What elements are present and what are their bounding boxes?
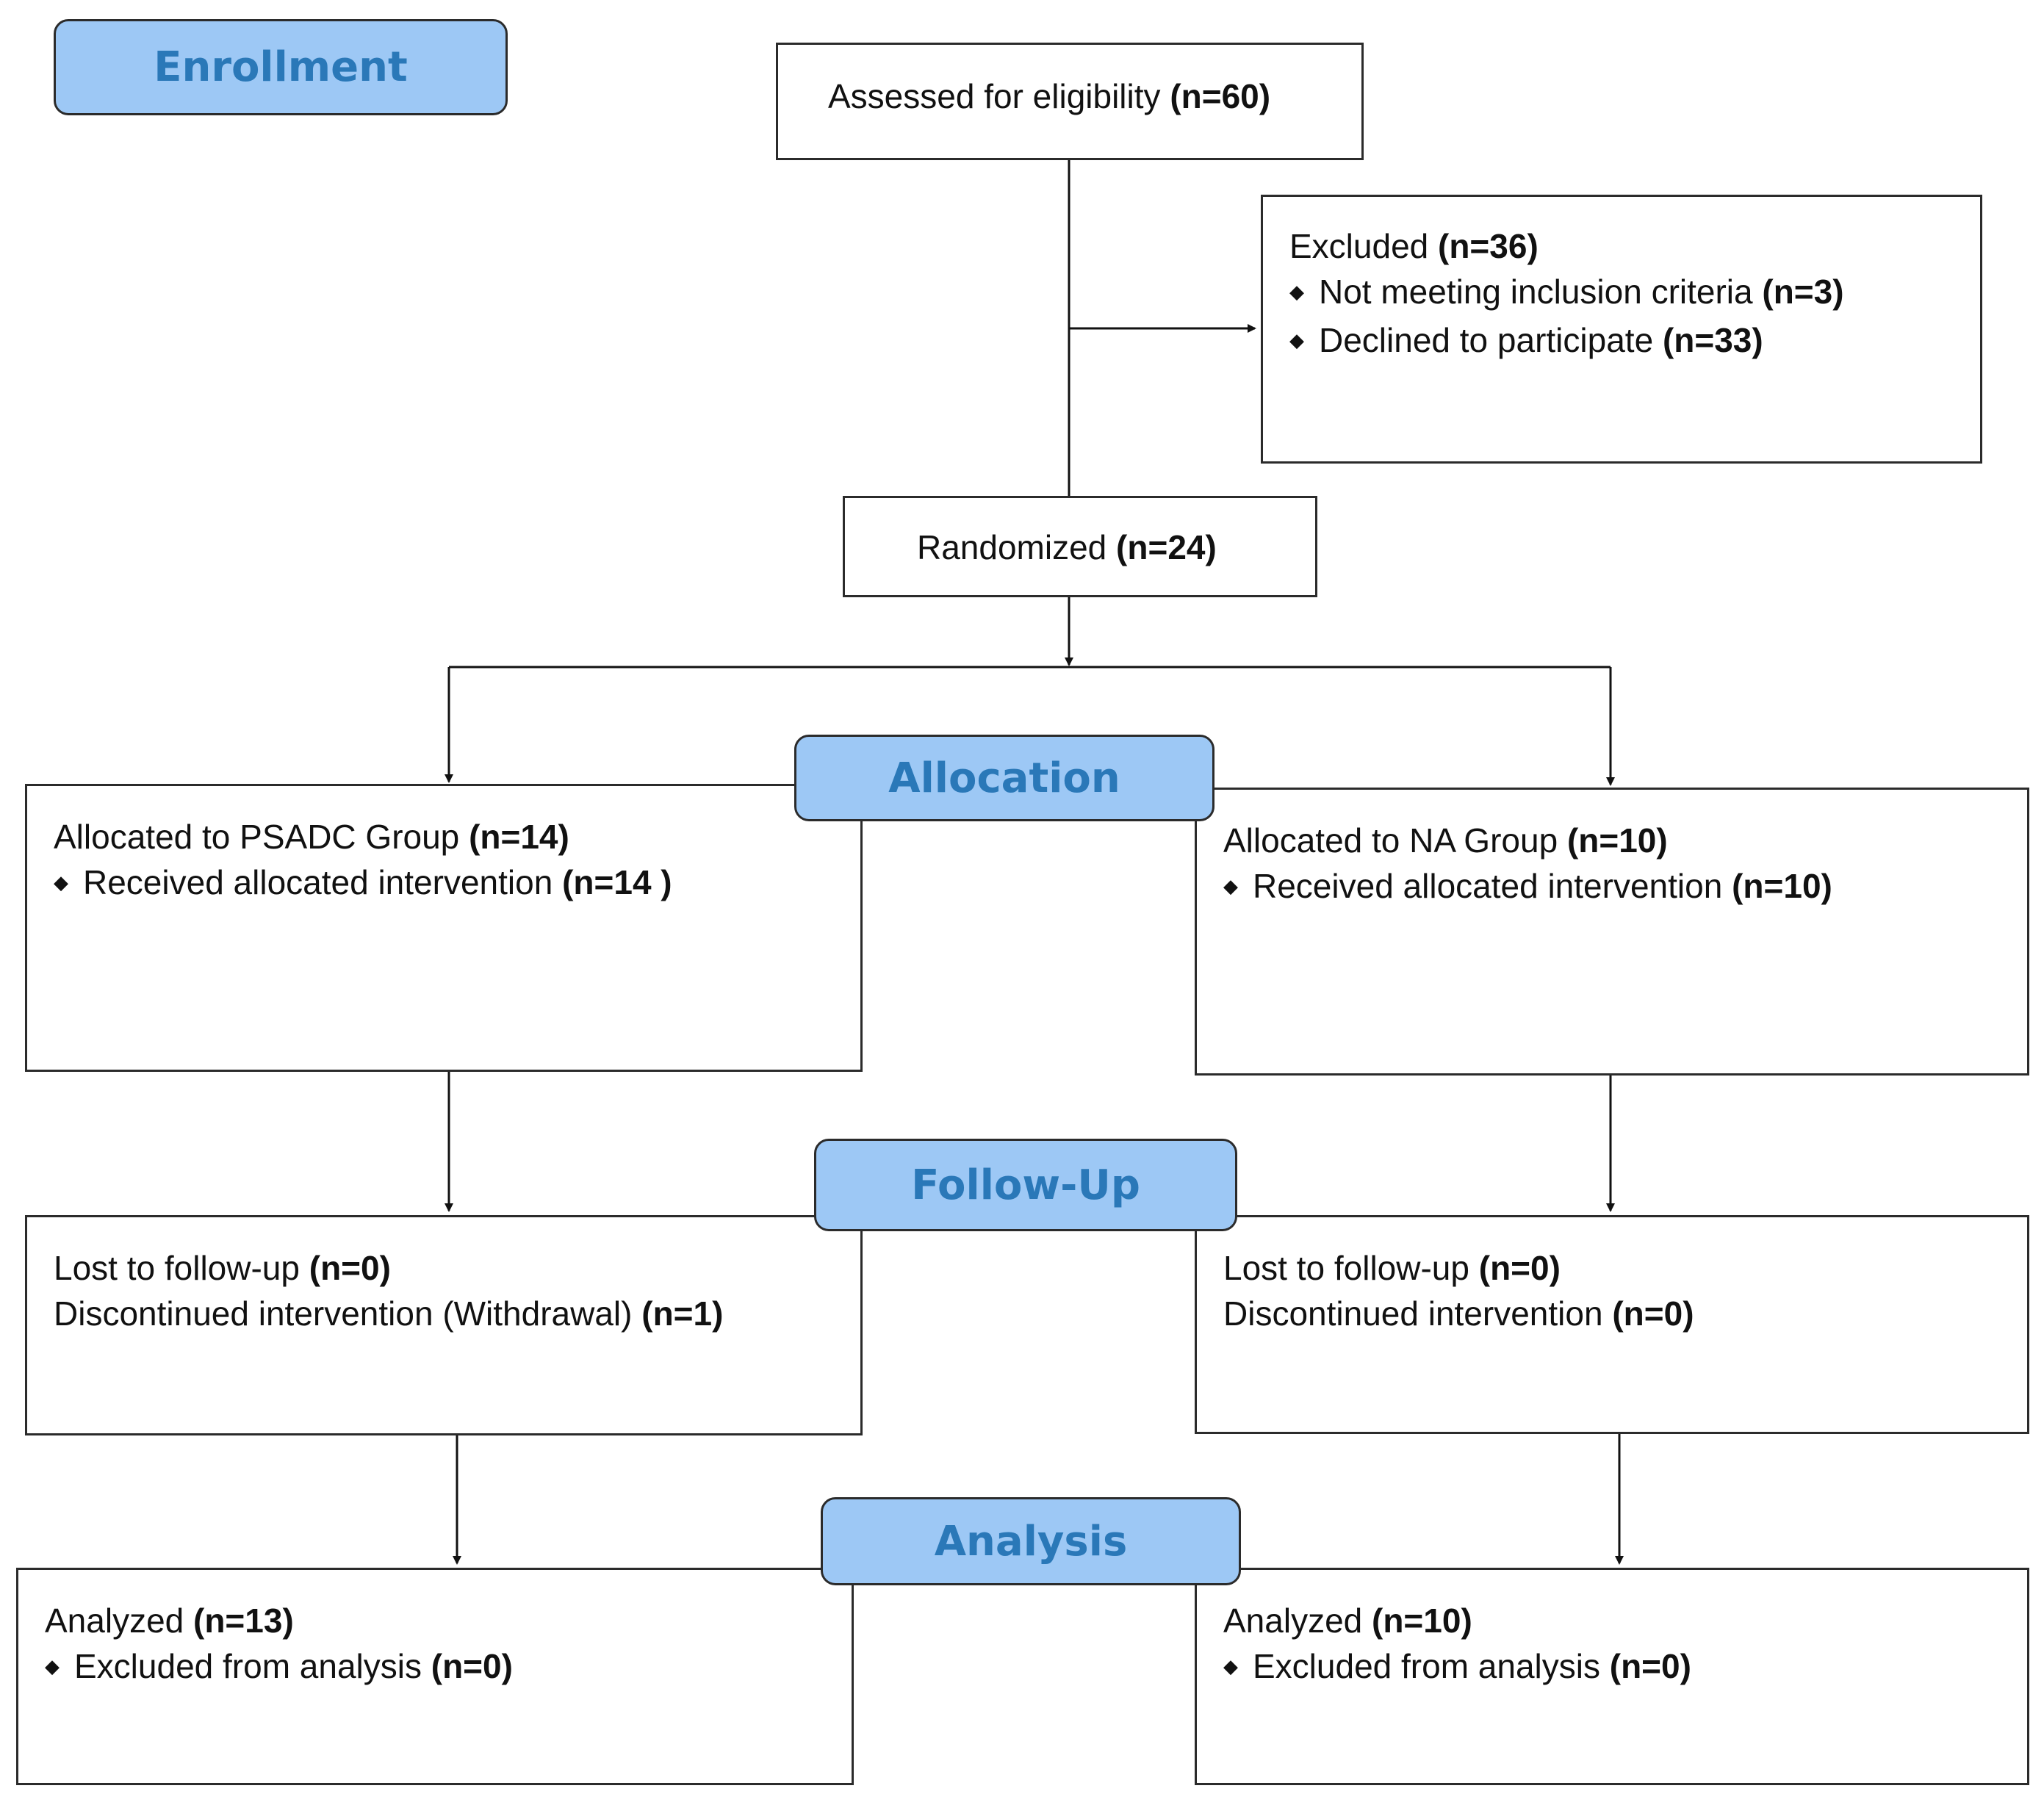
followup-right-lost-label: Lost to follow-up bbox=[1223, 1249, 1479, 1287]
analysis-right-item-count: (n=0) bbox=[1609, 1647, 1691, 1685]
followup-left-discontinued-count: (n=1) bbox=[641, 1294, 724, 1333]
followup-right-box: Lost to follow-up (n=0) Discontinued int… bbox=[1195, 1215, 2029, 1434]
analysis-left-label: Analyzed bbox=[45, 1602, 194, 1640]
allocation-right-item-label: Received allocated intervention bbox=[1253, 867, 1732, 905]
analysis-left-heading: Analyzed (n=13) bbox=[45, 1598, 852, 1643]
analysis-left-item-label: Excluded from analysis bbox=[74, 1647, 431, 1685]
followup-left-lost-count: (n=0) bbox=[309, 1249, 391, 1287]
followup-left-lost: Lost to follow-up (n=0) bbox=[54, 1245, 860, 1291]
allocation-left-item-label: Received allocated intervention bbox=[83, 863, 563, 901]
randomized-line: Randomized (n=24) bbox=[917, 525, 1315, 570]
allocation-right-box: Allocated to NA Group (n=10) ◆ Received a… bbox=[1195, 788, 2029, 1076]
diamond-bullet-icon: ◆ bbox=[1223, 874, 1238, 897]
excluded-item-count: (n=33) bbox=[1662, 320, 1763, 359]
assessed-count: (n=60) bbox=[1170, 77, 1271, 115]
diamond-bullet-icon: ◆ bbox=[45, 1654, 60, 1677]
allocation-left-label: Allocated to PSADC Group bbox=[54, 818, 469, 856]
diamond-bullet-icon: ◆ bbox=[1289, 280, 1304, 303]
diamond-bullet-icon: ◆ bbox=[54, 871, 68, 893]
analysis-left-item-count: (n=0) bbox=[431, 1647, 513, 1685]
allocation-left-item: ◆ Received allocated intervention (n=14 ) bbox=[54, 860, 860, 908]
diamond-bullet-icon: ◆ bbox=[1289, 328, 1304, 351]
allocation-left-box: Allocated to PSADC Group (n=14) ◆ Receive… bbox=[25, 784, 863, 1072]
analysis-stage-label: Analysis bbox=[821, 1497, 1241, 1585]
followup-stage-label: Follow-Up bbox=[814, 1139, 1237, 1231]
analysis-left-item: ◆ Excluded from analysis (n=0) bbox=[45, 1643, 852, 1692]
allocation-right-label: Allocated to NA Group bbox=[1223, 821, 1567, 860]
allocation-stage-label: Allocation bbox=[794, 735, 1214, 821]
followup-right-discontinued-label: Discontinued intervention bbox=[1223, 1294, 1613, 1333]
excluded-item-label: Not meeting inclusion criteria bbox=[1319, 273, 1763, 311]
excluded-item-count: (n=3) bbox=[1762, 273, 1844, 311]
allocation-right-count: (n=10) bbox=[1566, 821, 1668, 860]
assessed-box: Assessed for eligibility (n=60) bbox=[776, 43, 1364, 160]
excluded-label: Excluded bbox=[1289, 227, 1439, 265]
analysis-right-label: Analyzed bbox=[1223, 1602, 1372, 1640]
followup-left-discontinued: Discontinued intervention (Withdrawal) (… bbox=[54, 1291, 860, 1336]
analysis-left-count: (n=13) bbox=[193, 1602, 294, 1640]
assessed-line: Assessed for eligibility (n=60) bbox=[828, 73, 1361, 119]
analysis-right-box: Analyzed (n=10) ◆ Excluded from analysis … bbox=[1195, 1568, 2029, 1785]
excluded-item-label: Declined to participate bbox=[1319, 320, 1663, 359]
excluded-item-not-meeting: ◆ Not meeting inclusion criteria (n=3) bbox=[1289, 269, 1980, 317]
randomized-box: Randomized (n=24) bbox=[843, 496, 1317, 597]
allocation-right-item: ◆ Received allocated intervention (n=10) bbox=[1223, 863, 2027, 912]
allocation-right-heading: Allocated to NA Group (n=10) bbox=[1223, 818, 2027, 863]
followup-left-lost-label: Lost to follow-up bbox=[54, 1249, 309, 1287]
randomized-label: Randomized bbox=[917, 528, 1117, 566]
excluded-heading: Excluded (n=36) bbox=[1289, 223, 1980, 269]
followup-right-lost-count: (n=0) bbox=[1478, 1249, 1561, 1287]
followup-left-discontinued-label: Discontinued intervention (Withdrawal) bbox=[54, 1294, 642, 1333]
followup-right-discontinued-count: (n=0) bbox=[1612, 1294, 1694, 1333]
excluded-count: (n=36) bbox=[1438, 227, 1539, 265]
analysis-right-heading: Analyzed (n=10) bbox=[1223, 1598, 2027, 1643]
followup-right-lost: Lost to follow-up (n=0) bbox=[1223, 1245, 2027, 1291]
allocation-right-item-count: (n=10) bbox=[1732, 867, 1832, 905]
analysis-right-item: ◆ Excluded from analysis (n=0) bbox=[1223, 1643, 2027, 1692]
analysis-right-count: (n=10) bbox=[1372, 1602, 1472, 1640]
enrollment-stage-label: Enrollment bbox=[54, 19, 508, 115]
allocation-left-count: (n=14) bbox=[469, 818, 569, 856]
allocation-left-item-count: (n=14 ) bbox=[562, 863, 672, 901]
followup-left-box: Lost to follow-up (n=0) Discontinued int… bbox=[25, 1215, 863, 1435]
analysis-left-box: Analyzed (n=13) ◆ Excluded from analysis … bbox=[16, 1568, 854, 1785]
excluded-item-declined: ◆ Declined to participate (n=33) bbox=[1289, 317, 1980, 366]
excluded-box: Excluded (n=36) ◆ Not meeting inclusion c… bbox=[1261, 195, 1982, 464]
followup-right-discontinued: Discontinued intervention (n=0) bbox=[1223, 1291, 2027, 1336]
diamond-bullet-icon: ◆ bbox=[1223, 1654, 1238, 1677]
allocation-left-heading: Allocated to PSADC Group (n=14) bbox=[54, 814, 860, 860]
randomized-count: (n=24) bbox=[1116, 528, 1217, 566]
analysis-right-item-label: Excluded from analysis bbox=[1253, 1647, 1610, 1685]
assessed-label: Assessed for eligibility bbox=[828, 77, 1170, 115]
